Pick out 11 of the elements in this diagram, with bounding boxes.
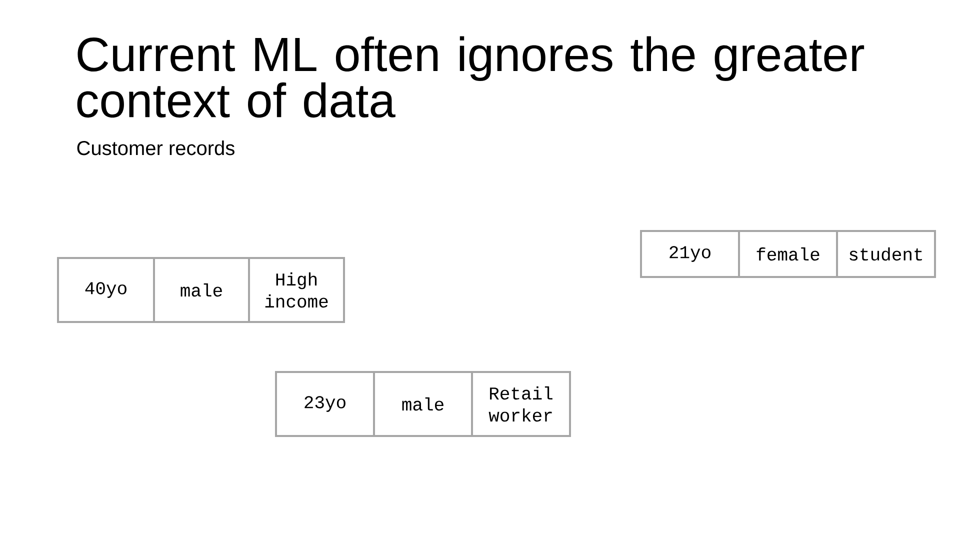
record-cell: High income [248, 257, 345, 323]
record-cell: 40yo [57, 257, 155, 323]
record-cell: male [153, 257, 250, 323]
title: Current ML often ignores the greater context of data [77, 36, 864, 118]
record-cell: student [836, 230, 936, 278]
record-cell: 21yo [640, 230, 740, 278]
record-cell: female [738, 230, 838, 278]
record-cell: Retail worker [471, 371, 571, 437]
record-cell: male [373, 371, 473, 437]
record-cell: 23yo [275, 371, 375, 437]
subtitle: Customer records [77, 140, 234, 156]
